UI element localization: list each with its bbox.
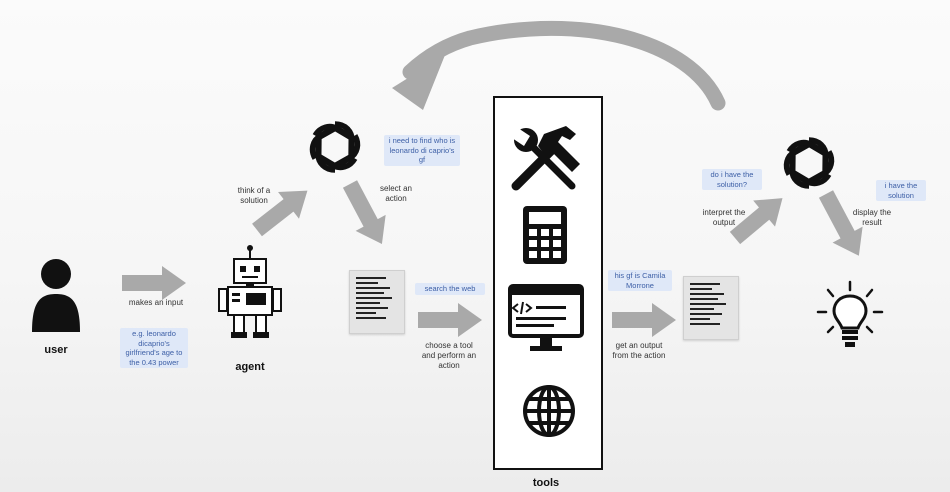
code-monitor-icon bbox=[508, 284, 584, 351]
openai-logo-icon-2 bbox=[783, 137, 835, 189]
arrow-tools-to-output bbox=[612, 303, 676, 337]
arrow-agent-to-think bbox=[252, 190, 308, 237]
arrow-user-to-agent bbox=[122, 266, 186, 300]
i-have-note: i have the solution bbox=[876, 180, 926, 201]
calculator-icon bbox=[523, 206, 567, 264]
lightbulb-icon bbox=[816, 280, 884, 347]
user-icon bbox=[32, 259, 80, 332]
arrow-interpret-to-result bbox=[818, 190, 863, 256]
arrow-action-to-tools bbox=[418, 303, 482, 337]
user-label: user bbox=[44, 344, 68, 356]
output-document-icon bbox=[683, 276, 739, 340]
tools-icon bbox=[511, 126, 580, 191]
action-document-icon bbox=[349, 270, 405, 334]
interpret-caption: interpret the output bbox=[702, 208, 746, 227]
search-web-note: search the web bbox=[415, 283, 485, 295]
select-action-caption: select an action bbox=[379, 184, 413, 203]
need-to-find-note: i need to find who is leonardo di caprio… bbox=[384, 135, 460, 166]
his-gf-note: his gf is Camila Morrone bbox=[608, 270, 672, 291]
openai-logo-icon bbox=[309, 121, 361, 173]
example-input-note: e.g. leonardo dicaprio's girlfriend's ag… bbox=[120, 328, 188, 368]
do-i-have-note: do i have the solution? bbox=[702, 169, 762, 190]
arrow-think-to-action bbox=[342, 180, 386, 245]
display-caption: display the result bbox=[852, 208, 892, 227]
arrow-output-to-interpret bbox=[729, 198, 783, 245]
choose-tool-caption: choose a tool and perform an action bbox=[421, 341, 477, 370]
get-output-caption: get an output from the action bbox=[612, 341, 666, 360]
makes-input-caption: makes an input bbox=[128, 298, 184, 307]
robot-agent-icon bbox=[218, 245, 282, 338]
tools-label: tools bbox=[532, 477, 560, 489]
think-caption: think of a solution bbox=[237, 186, 271, 205]
globe-icon bbox=[523, 385, 575, 437]
agent-label: agent bbox=[235, 361, 265, 373]
